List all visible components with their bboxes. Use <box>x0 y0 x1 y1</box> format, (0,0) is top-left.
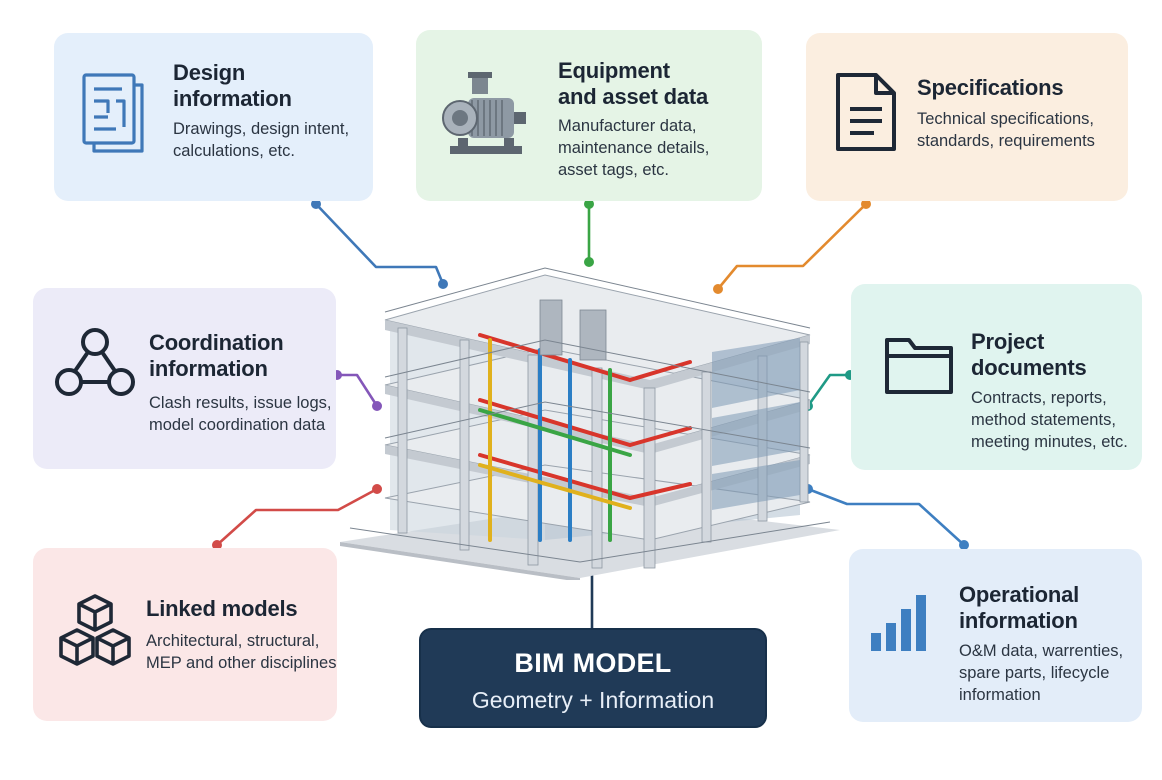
card-title-line: information <box>959 608 1078 633</box>
card-description-line: method statements, <box>971 411 1116 429</box>
card-description: O&M data, warrenties, spare parts, lifec… <box>959 640 1123 706</box>
card-title-line: documents <box>971 355 1087 380</box>
card-title-line: Equipment <box>558 58 670 83</box>
card-description: Clash results, issue logs, model coordin… <box>149 392 332 436</box>
card-title-line: Operational <box>959 582 1080 607</box>
card-description-line: Manufacturer data, <box>558 117 697 135</box>
building-illustration <box>340 267 840 580</box>
card-description-line: meeting minutes, etc. <box>971 433 1128 451</box>
operational-information-card: Operational information O&M data, warren… <box>849 549 1142 722</box>
card-description-line: model coordination data <box>149 416 326 434</box>
card-title-line: Project <box>971 329 1045 354</box>
card-title: Design information <box>173 60 292 112</box>
card-description: Technical specifications, standards, req… <box>917 108 1095 152</box>
card-title: Specifications <box>917 75 1064 101</box>
card-description-line: Contracts, reports, <box>971 389 1107 407</box>
card-description-line: Architectural, structural, <box>146 632 320 650</box>
pump-motor-icon <box>438 68 534 169</box>
card-title-line: information <box>149 356 268 381</box>
card-title: Linked models <box>146 596 298 622</box>
card-description-line: spare parts, lifecycle <box>959 664 1110 682</box>
equipment-asset-data-card: Equipment and asset data Manufacturer da… <box>416 30 762 201</box>
network-icon <box>55 326 135 405</box>
card-description-line: MEP and other disciplines <box>146 654 337 672</box>
card-description-line: Drawings, design intent, <box>173 120 350 138</box>
card-title: Coordination information <box>149 330 284 382</box>
card-description-line: maintenance details, <box>558 139 710 157</box>
card-description: Manufacturer data, maintenance details, … <box>558 115 709 181</box>
card-title: Operational information <box>959 582 1079 634</box>
coordination-information-card: Coordination information Clash results, … <box>33 288 336 469</box>
document-icon <box>834 71 900 158</box>
design-information-card: Design information Drawings, design inte… <box>54 33 373 201</box>
card-title-line: and asset data <box>558 84 709 109</box>
card-title-line: Design <box>173 60 246 85</box>
bim-model-title: BIM MODEL <box>514 648 672 678</box>
bim-model-subtitle: Geometry + Information <box>471 687 715 713</box>
card-description-line: standards, requirements <box>917 132 1095 150</box>
linked-models-card: Linked models Architectural, structural,… <box>33 548 337 721</box>
card-description-line: Technical specifications, <box>917 110 1095 128</box>
bar-chart-icon <box>869 593 933 660</box>
card-title-line: Specifications <box>917 75 1064 100</box>
card-title-line: Coordination <box>149 330 284 355</box>
card-description: Architectural, structural, MEP and other… <box>146 630 336 674</box>
folder-icon <box>883 334 955 401</box>
card-description-line: O&M data, warrenties, <box>959 642 1124 660</box>
project-documents-card: Project documents Contracts, reports, me… <box>851 284 1142 470</box>
card-description-line: Clash results, issue logs, <box>149 394 332 412</box>
card-description: Drawings, design intent, calculations, e… <box>173 118 349 162</box>
card-description-line: asset tags, etc. <box>558 161 669 179</box>
cubes-icon <box>55 592 135 675</box>
card-title: Equipment and asset data <box>558 58 708 110</box>
specifications-card: Specifications Technical specifications,… <box>806 33 1128 201</box>
card-title: Project documents <box>971 329 1087 381</box>
card-title-line: information <box>173 86 292 111</box>
card-description-line: information <box>959 686 1041 704</box>
blueprint-icon <box>80 71 146 160</box>
card-title-line: Linked models <box>146 596 298 621</box>
bim-model-box: BIM MODEL Geometry + Information <box>419 628 767 728</box>
card-description-line: calculations, etc. <box>173 142 295 160</box>
card-description: Contracts, reports, method statements, m… <box>971 387 1128 453</box>
